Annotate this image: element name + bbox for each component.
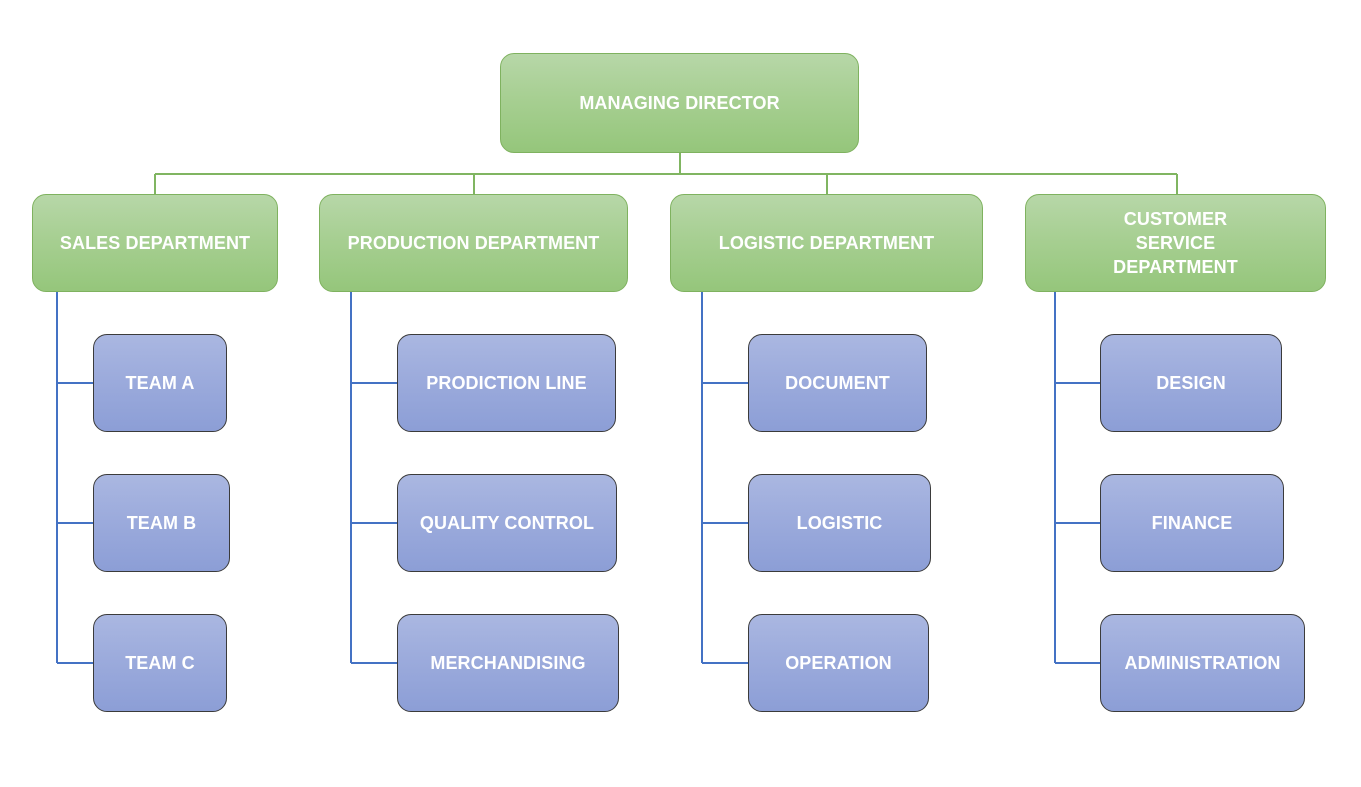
quality-control-label: QUALITY CONTROL — [419, 513, 595, 533]
document-label: DOCUMENT — [785, 373, 890, 393]
team-c-label: TEAM C — [125, 653, 195, 673]
finance-box: FINANCE — [1100, 474, 1284, 572]
merchandising-box: MERCHANDISING — [397, 614, 619, 712]
administration-label: ADMINISTRATION — [1124, 653, 1281, 673]
customer-service-department-box: CUSTOMER SERVICE DEPARTMENT — [1025, 194, 1326, 292]
team-a-label: TEAM A — [125, 373, 195, 393]
design-box: DESIGN — [1100, 334, 1282, 432]
administration-box: ADMINISTRATION — [1100, 614, 1305, 712]
prodiction-line-label: PRODICTION LINE — [426, 373, 587, 393]
quality-control-box: QUALITY CONTROL — [397, 474, 617, 572]
finance-label: FINANCE — [1151, 513, 1233, 533]
production-department-label: PRODUCTION DEPARTMENT — [347, 233, 600, 253]
team-b-label: TEAM B — [126, 513, 197, 533]
logistic-team-box: LOGISTIC — [748, 474, 931, 572]
sales-department-label: SALES DEPARTMENT — [59, 233, 251, 253]
operation-label: OPERATION — [785, 653, 892, 673]
merchandising-label: MERCHANDISING — [430, 653, 586, 673]
team-c-box: TEAM C — [93, 614, 227, 712]
logistic-department-label: LOGISTIC DEPARTMENT — [718, 233, 935, 253]
design-label: DESIGN — [1156, 373, 1226, 393]
logistic-department-box: LOGISTIC DEPARTMENT — [670, 194, 983, 292]
team-a-box: TEAM A — [93, 334, 227, 432]
managing-director-label: MANAGING DIRECTOR — [579, 93, 780, 113]
logistic-team-label: LOGISTIC — [796, 513, 883, 533]
prodiction-line-box: PRODICTION LINE — [397, 334, 616, 432]
sales-department-box: SALES DEPARTMENT — [32, 194, 278, 292]
operation-box: OPERATION — [748, 614, 929, 712]
managing-director-box: MANAGING DIRECTOR — [500, 53, 859, 153]
production-department-box: PRODUCTION DEPARTMENT — [319, 194, 628, 292]
team-b-box: TEAM B — [93, 474, 230, 572]
customer-service-department-label: CUSTOMER SERVICE DEPARTMENT — [1113, 209, 1238, 277]
document-box: DOCUMENT — [748, 334, 927, 432]
